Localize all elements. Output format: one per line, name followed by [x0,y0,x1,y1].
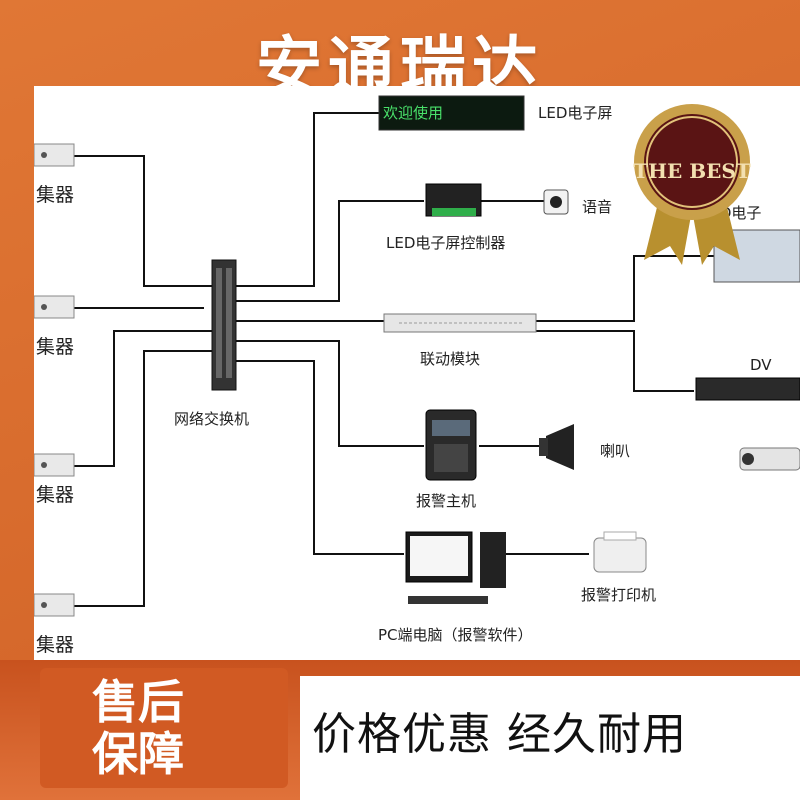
switch-label: 网络交换机 [174,410,250,428]
diagram-canvas: 欢迎使用 LED电子屏 语音 LED电子屏控制器 联动模块 网络交换机 喇叭 报… [34,86,800,676]
medal-text: THE BEST [633,159,751,183]
printer-device [593,531,647,573]
dvr-label: DV [750,356,772,374]
pc-label: PC端电脑（报警软件） [378,626,533,644]
after-sales-badge: 售后 保障 [40,668,288,788]
after-sales-line1: 售后 [92,675,184,729]
led-screen-label: LED电子屏 [538,104,613,122]
network-switch-device [211,259,237,391]
pc-device [405,531,506,604]
wires [74,112,714,607]
after-sales-line2: 保障 [92,727,184,781]
voice-speaker-device [543,189,569,215]
collector-device-4 [34,593,75,617]
led-controller-device [425,183,482,217]
footer-slogan-panel [300,676,800,800]
collector-device-2 [34,295,75,319]
alarm-host-device [425,409,477,481]
led-screen-device [378,95,525,131]
alarm-host-label: 报警主机 [416,492,477,510]
printer-label: 报警打印机 [581,586,657,604]
footer-slogan: 价格优惠 经久耐用 [312,709,687,760]
linkage-module-label: 联动模块 [420,350,481,368]
collector-device-3 [34,453,75,477]
led-controller-label: LED电子屏控制器 [386,234,506,252]
collector-label-2: 集器 [36,336,75,358]
voice-label: 语音 [582,198,613,216]
collector-label-1: 集器 [36,184,75,206]
linkage-module-device [383,313,537,333]
led-screen-text: 欢迎使用 [383,104,444,122]
horn-device [539,424,574,470]
system-diagram [34,95,800,617]
camera-device [739,447,800,471]
horn-label: 喇叭 [600,442,631,460]
collector-device-1 [34,143,75,167]
collector-label-3: 集器 [36,484,75,506]
best-medal-badge: THE BEST [633,104,751,265]
dvr-device [695,377,800,401]
collector-label-4: 集器 [36,634,75,656]
